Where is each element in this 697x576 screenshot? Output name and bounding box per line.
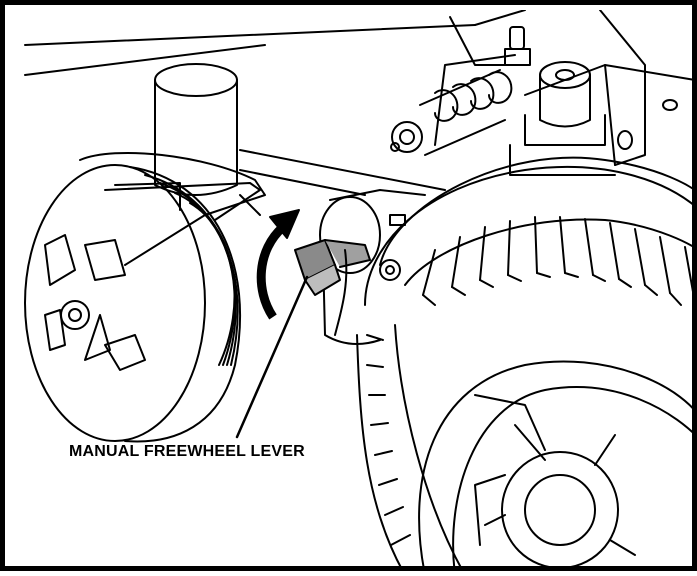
- chassis-frame: [24, 10, 696, 196]
- suspension-spring: [390, 26, 531, 156]
- freewheel-lever: [294, 239, 401, 336]
- drive-wheel: [356, 156, 697, 571]
- wheelchair-illustration: [24, 10, 697, 571]
- caster-wheel: [24, 63, 266, 443]
- rotation-arrow-icon: [256, 209, 300, 320]
- callout-leader-line: [235, 275, 309, 439]
- frame-post: [509, 61, 616, 176]
- drive-motor: [319, 189, 426, 345]
- callout-label: MANUAL FREEWHEEL LEVER: [69, 443, 305, 460]
